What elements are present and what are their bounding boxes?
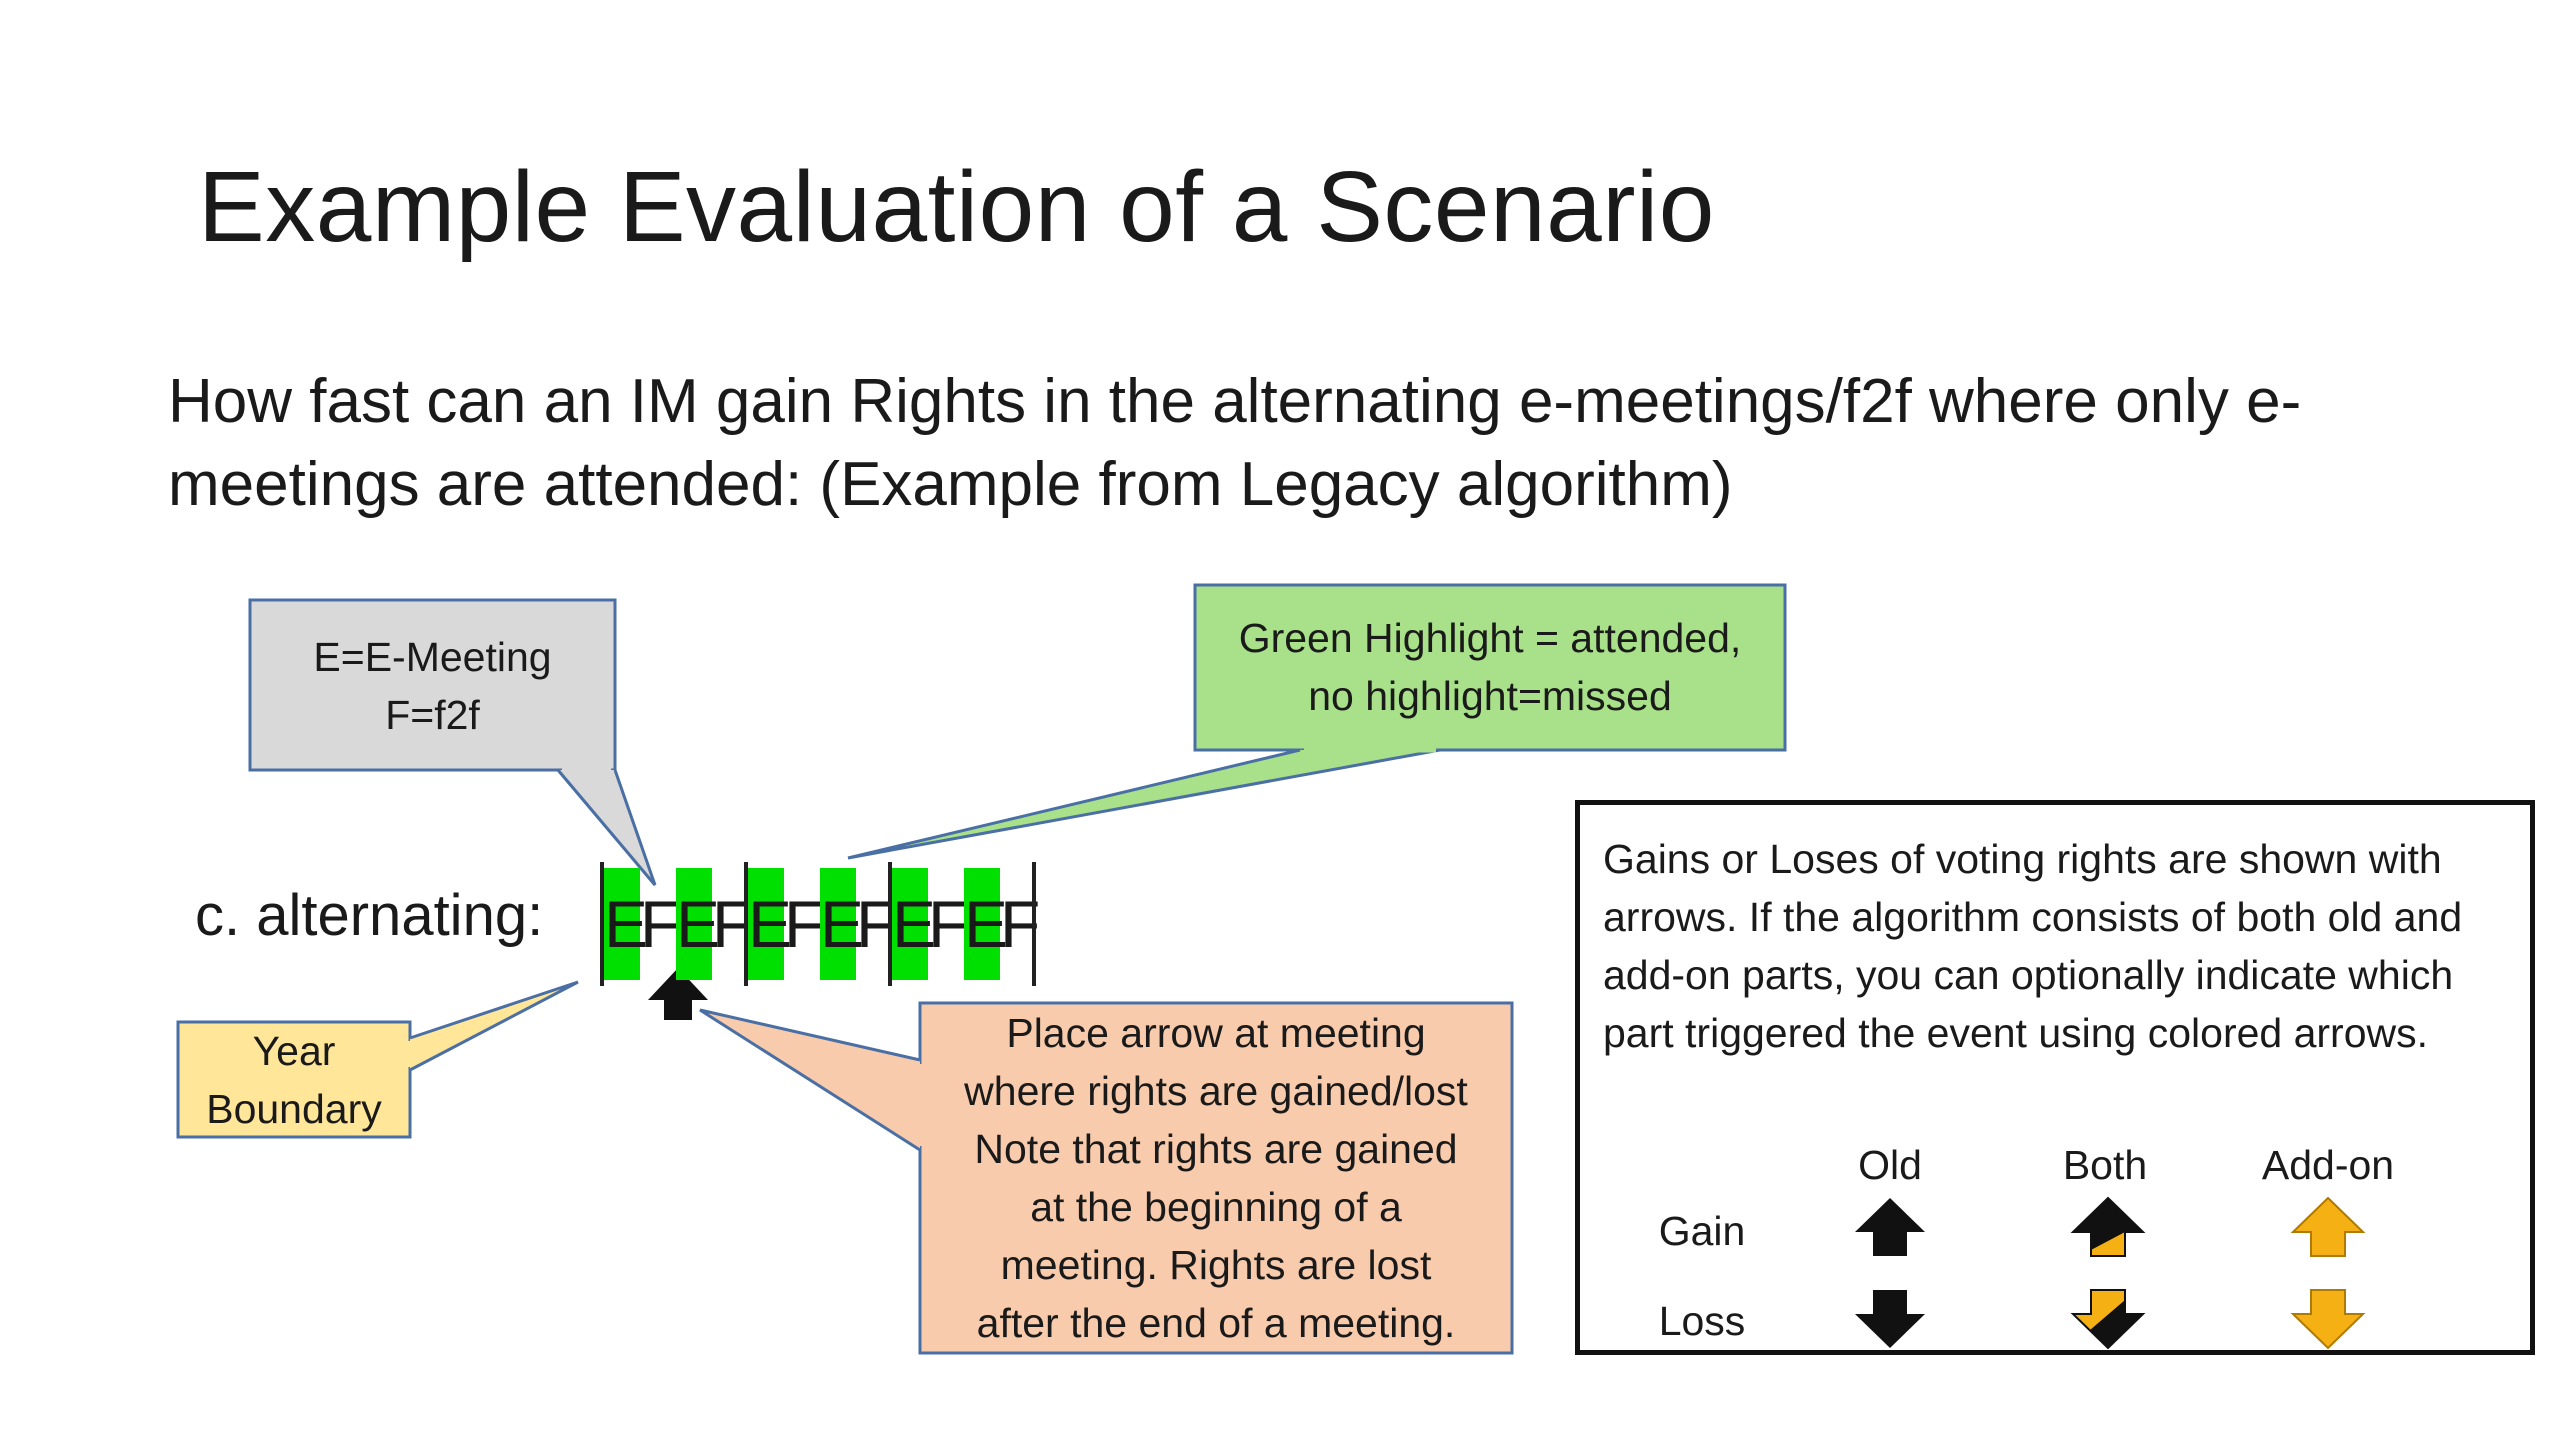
key-callout-text: E=E-Meeting F=f2f [250,628,615,744]
key-callout-line: E=E-Meeting [313,634,552,680]
legend-col-old: Old [1858,1142,1922,1188]
gain-arrow-icon [648,968,708,1020]
arrow-callout-line: after the end of a meeting. [976,1300,1456,1346]
year-callout-pointer [409,980,579,1072]
arrow-callout-line: where rights are gained/lost [964,1068,1468,1114]
highlight-callout-text: Green Highlight = attended, no highlight… [1195,609,1785,725]
arrow-callout-pointer [699,1008,921,1152]
arrow-callout-text: Place arrow at meeting where rights are … [920,1004,1512,1352]
highlight-callout-shape [1193,583,1787,752]
highlight-callout-pointer [847,748,1441,860]
legend-description: Gains or Loses of voting rights are show… [1603,836,2463,1056]
highlight-callout-line: no highlight=missed [1308,673,1672,719]
arrow-callout-line: Place arrow at meeting [1006,1010,1426,1056]
legend-col-addon: Add-on [2261,1142,2395,1188]
legend-box [1575,800,2535,1355]
legend-row-gain: Gain [1658,1208,1746,1254]
legend-row-loss: Loss [1658,1298,1746,1344]
highlight-callout-line: Green Highlight = attended, [1238,615,1742,661]
sequence-letter: F [784,887,825,961]
sequence-label: c. alternating: [195,883,544,948]
loss-old-arrow-icon [1855,1290,1925,1348]
key-callout-line: F=f2f [385,692,480,738]
year-boundary-line [1032,862,1036,986]
arrow-callout-line: Note that rights are gained [974,1126,1458,1172]
year-boundary-line [888,862,892,986]
arrow-callout-line: at the beginning of a [1030,1184,1402,1230]
year-callout-text: Year Boundary [178,1022,410,1138]
gain-addon-arrow-icon [2290,1196,2366,1257]
question-text: How fast can an IM gain Rights in the al… [168,367,2302,519]
year-callout-shape [176,1020,412,1139]
gain-old-arrow-icon [1855,1198,1925,1256]
arrow-callout-line: meeting. Rights are lost [1000,1242,1432,1288]
sequence-letter: F [640,887,681,961]
loss-addon-arrow-icon [2290,1289,2366,1350]
year-boundary-line [744,862,748,986]
year-boundary-line [600,862,604,986]
legend-col-both: Both [2062,1142,2148,1188]
year-callout-line: Boundary [206,1086,382,1132]
arrow-callout-shape [918,1001,1514,1355]
sequence-letter: F [928,887,969,961]
slide-title: Example Evaluation of a Scenario [198,151,1715,263]
year-callout-line: Year [252,1028,336,1074]
key-callout-pointer [556,769,657,886]
